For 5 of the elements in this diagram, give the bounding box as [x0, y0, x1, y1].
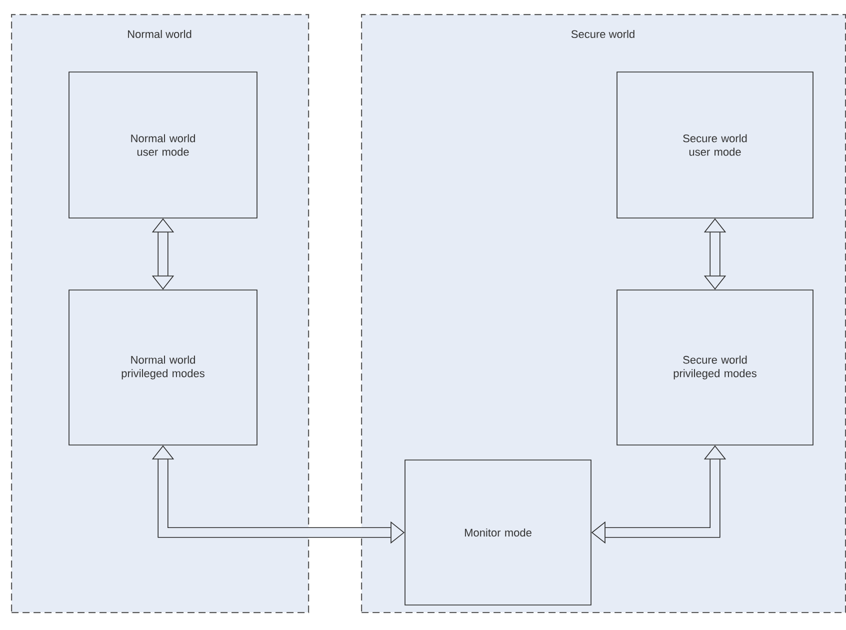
mode-box: Normal world privileged modes: [68, 290, 258, 446]
mode-box: Secure world privileged modes: [616, 290, 814, 446]
mode-box: Secure world user mode: [616, 72, 814, 218]
mode-box: Monitor mode: [404, 460, 592, 606]
mode-box: Normal world user mode: [68, 72, 258, 218]
